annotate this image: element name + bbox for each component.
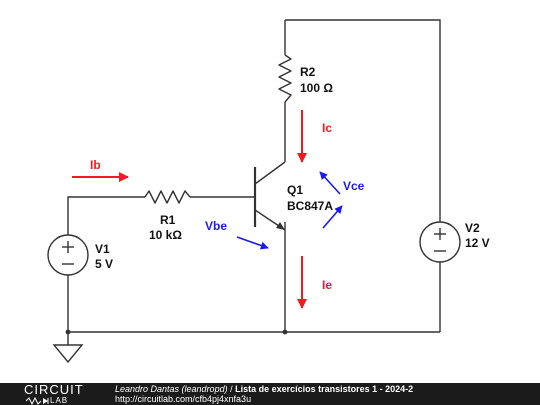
v1-value: 5 V [95, 257, 113, 271]
q1-collector-lead [254, 161, 286, 185]
circuitlab-wave-icon [26, 397, 49, 405]
vce-arrow-icon-upper [319, 171, 341, 195]
v1-name: V1 [95, 242, 110, 256]
r1-resistor [144, 190, 191, 204]
r1-value: 10 kΩ [149, 228, 182, 242]
footer-author[interactable]: Leandro Dantas (leandropd) [115, 384, 228, 394]
vce-label: Vce [343, 179, 365, 193]
v2-value: 12 V [465, 236, 490, 250]
v1-source [47, 234, 89, 276]
q1-emitter-arrow-icon [276, 222, 285, 230]
wires [67, 19, 441, 345]
footer-title-line: Leandro Dantas (leandropd) / Lista de ex… [115, 384, 413, 395]
v2-source [419, 221, 461, 263]
ie-label: Ie [322, 278, 332, 292]
vbe-label: Vbe [205, 219, 227, 233]
junction-dot-emitter [282, 329, 288, 335]
r2-resistor [278, 54, 292, 103]
v2-name: V2 [465, 221, 480, 235]
ground-icon [52, 344, 84, 364]
logo-lab-text: LAB [50, 396, 69, 405]
footer-title[interactable]: Lista de exercícios transistores 1 - 202… [235, 384, 414, 394]
v2-polarity-icon [434, 228, 446, 252]
circuitlab-logo-top[interactable]: CIRCUIT [24, 382, 84, 397]
v1-top-lead [67, 196, 145, 235]
circuit-schematic: Ib Ic Ie Vbe Vce R2 100 Ω R1 10 kΩ Q1 BC… [47, 19, 490, 364]
top-wire [285, 19, 441, 222]
vbe-arrow-icon [236, 236, 269, 250]
v1-polarity-icon [62, 241, 74, 265]
r2-name: R2 [300, 65, 316, 79]
transistor-q1 [253, 161, 286, 231]
footer-separator: / [227, 384, 236, 394]
q1-name: Q1 [287, 183, 303, 197]
r2-value: 100 Ω [300, 81, 333, 95]
ic-label: Ic [322, 121, 332, 135]
ib-label: Ib [90, 158, 101, 172]
r1-name: R1 [160, 213, 176, 227]
footer-url[interactable]: http://circuitlab.com/cfb4pj4xnfa3u [115, 394, 252, 404]
junction-dot-left [65, 329, 71, 335]
vce-arrow-icon-lower [322, 205, 343, 229]
footer-bar: CIRCUIT LAB Leandro Dantas (leandropd) /… [0, 383, 540, 405]
q1-part: BC847A [287, 199, 333, 213]
circuitlab-logo-bottom: LAB [50, 396, 68, 405]
